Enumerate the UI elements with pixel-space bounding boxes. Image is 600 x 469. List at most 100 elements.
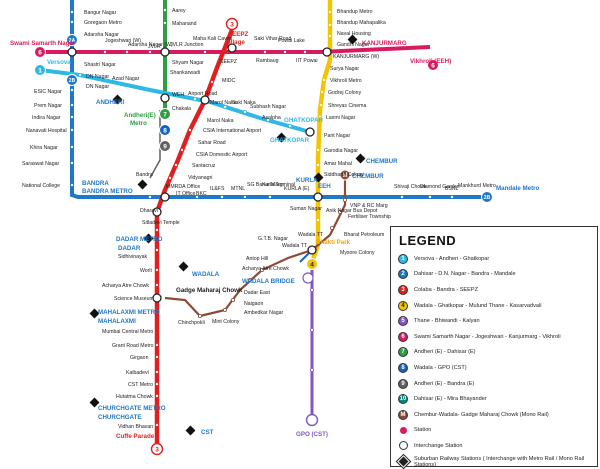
label-andheri: ANDHERI	[96, 99, 124, 106]
label-vidhan: Vidhan Bhavan	[118, 424, 153, 430]
label-andheri-e: Andheri(E)	[124, 112, 156, 119]
label-fertiliser: Fertiliser Township	[348, 214, 391, 220]
label-churchgate: CHURCHGATE	[98, 414, 142, 421]
legend-item: 4 Wadala - Ghatkopar - Mulund Thane - Kas…	[397, 298, 593, 314]
legend-item-label: Versova - Andheri - Ghatkopar	[414, 255, 490, 262]
label-sahar: Sahar Road	[198, 140, 226, 146]
legend-item-label: Thane - Bhiwandi - Kalyan	[414, 318, 480, 325]
label-mumbai-central: Mumbai Central Metro	[102, 329, 153, 335]
label-shivaji: Shivaji Chowk	[394, 184, 427, 190]
legend-item-label: Wadala - Ghatkopar - Mulund Thane - Kasa…	[414, 302, 542, 309]
legend-item-label: Chembur-Wadala- Gadge Maharaj Chowk (Mon…	[414, 411, 549, 418]
label-midc: MIDC	[222, 78, 236, 84]
label-powai: Powai Lake	[278, 38, 305, 44]
label-ambedkar: Ambedkar Nagar	[244, 310, 283, 316]
legend-badge: 4	[398, 300, 408, 311]
label-bsnl: BSNL	[445, 186, 459, 192]
label-kurla-term: Kurla Terminal	[262, 182, 295, 188]
label-bandra: BANDRA	[82, 180, 109, 187]
label-chinchpokli: Chinchpokli	[178, 320, 205, 326]
label-acharya2: Acharya Atre Chowk	[242, 266, 289, 272]
label-garodia: Garodia Nagar	[324, 148, 358, 154]
label-mint: Mint Colony	[212, 319, 240, 325]
label-vikhroli: Vikhroli (EEH)	[410, 58, 451, 65]
label-seepz-village: Village	[225, 39, 245, 46]
label-mahakali: Maha Kali Caves	[193, 36, 233, 42]
legend-item-label: Suburban Railway Stations ( Interchange …	[414, 455, 585, 468]
label-airport: Airport Road	[188, 91, 217, 97]
label-dadar-east: Dadar East	[244, 290, 271, 296]
station-dots	[70, 7, 454, 427]
label-bhandup: Bhandup Metro	[337, 9, 373, 15]
label-suryanagar: Surya Nagar	[330, 66, 359, 72]
label-mahalaxmi-metro: MAHALAXMI METRO	[98, 309, 160, 316]
legend-item-label: Dahisar (E) - Mira Bhayander	[414, 396, 487, 403]
label-seepz: SEEPZ	[228, 31, 249, 38]
label-amar: Amar Mahal	[324, 161, 352, 167]
legend-item: 10 Dahisar (E) - Mira Bhayander	[397, 391, 593, 407]
label-mahalaxmi: MAHALAXMI	[98, 318, 136, 325]
label-subhash: Subhash Nagar	[250, 104, 286, 110]
label-prem: Prem Nagar	[34, 103, 62, 109]
legend-item: Station	[397, 423, 593, 439]
label-wadala: WADALA	[192, 271, 220, 278]
legend-badge: 10	[398, 394, 408, 405]
label-cuffe: Cuffe Parade	[116, 433, 155, 440]
label-itoffice: IT Office	[176, 191, 196, 197]
label-ghatkopar2: GHATKOPAR	[270, 137, 309, 144]
label-csia-dom: CSIA Domestic Airport	[196, 152, 248, 158]
label-dharavi: Dharavi	[140, 208, 158, 214]
badge-3-top: 3	[230, 21, 234, 28]
legend-item-label: Dahisar - D.N. Nagar - Bandra - Mandale	[414, 271, 516, 278]
legend-item-label: Interchange Station	[414, 442, 463, 449]
label-dadar-metro: DADAR METRO	[116, 236, 163, 243]
label-ramabaug: Rambaug	[256, 58, 279, 64]
label-mmrda: MMRDA Office	[166, 184, 200, 190]
label-marol: Marol Naka	[210, 100, 237, 106]
badge-2b: 2B	[69, 78, 76, 84]
label-gandhi: Gandhi Nagar	[337, 42, 370, 48]
label-laxmi: Laxmi Nagar	[326, 115, 356, 121]
label-azad: Azad Nagar	[112, 76, 140, 82]
label-saraswat: Saraswat Nagar	[22, 161, 59, 167]
label-versova: Versova	[47, 59, 71, 66]
label-shreyas: Shreyas Cinema	[328, 103, 366, 109]
label-bharat: Bharat Petroleum	[344, 232, 384, 238]
label-naigaon: Naigaon	[244, 301, 263, 307]
label-jvlr-junc: JVLR Junction	[170, 42, 204, 48]
label-kanjur-west: KANJURMARG (W)	[333, 54, 379, 60]
label-adarsha2: Adarsha Nagar (W)	[128, 42, 173, 48]
legend-item-label: Colaba - Bandra - SEEPZ	[414, 286, 479, 293]
label-sitladevi: Sitladevi Temple	[142, 220, 180, 226]
label-esic: ESIC Nagar	[34, 89, 62, 95]
label-bandra-st: Bandra	[136, 172, 153, 178]
line-4-yellow	[309, 0, 333, 263]
legend-item-label: Andheri (E) - Bandra (E)	[414, 380, 475, 387]
label-mankhurd: Mankhurd Metro	[458, 183, 496, 189]
label-siddharth: Siddharth Colony	[324, 172, 364, 178]
line-2-blue	[70, 0, 485, 199]
label-vnp: VNP & RC Marg	[350, 203, 388, 209]
label-jogeshwari: Jogeshwari (W)	[105, 38, 141, 44]
label-kurla: KURLA	[296, 177, 318, 184]
label-cst: CST	[201, 429, 214, 436]
label-diamond: Diamond Garden	[420, 184, 460, 190]
badge-3-bottom: 3	[155, 446, 159, 453]
label-gadge: Gadge Maharaj Chowk	[176, 287, 243, 294]
badge-1-left: 1	[38, 67, 42, 74]
label-vikhroli-metro: Vikhroli Metro	[330, 78, 362, 84]
label-kurla2: KURLA (E)	[284, 186, 310, 192]
label-anik: Anik Nagar Bus Depot	[326, 208, 378, 214]
label-kanjurmarg: KANJURMARG	[362, 40, 407, 47]
label-godrej: Godrej Colony	[328, 90, 362, 96]
suburban-diamond-icon	[396, 455, 410, 468]
badge-monorail: M	[343, 173, 348, 179]
line-9-grey	[149, 110, 161, 179]
label-jvlr: JVLR	[148, 44, 161, 50]
label-iit: IIT Powai	[296, 58, 318, 64]
